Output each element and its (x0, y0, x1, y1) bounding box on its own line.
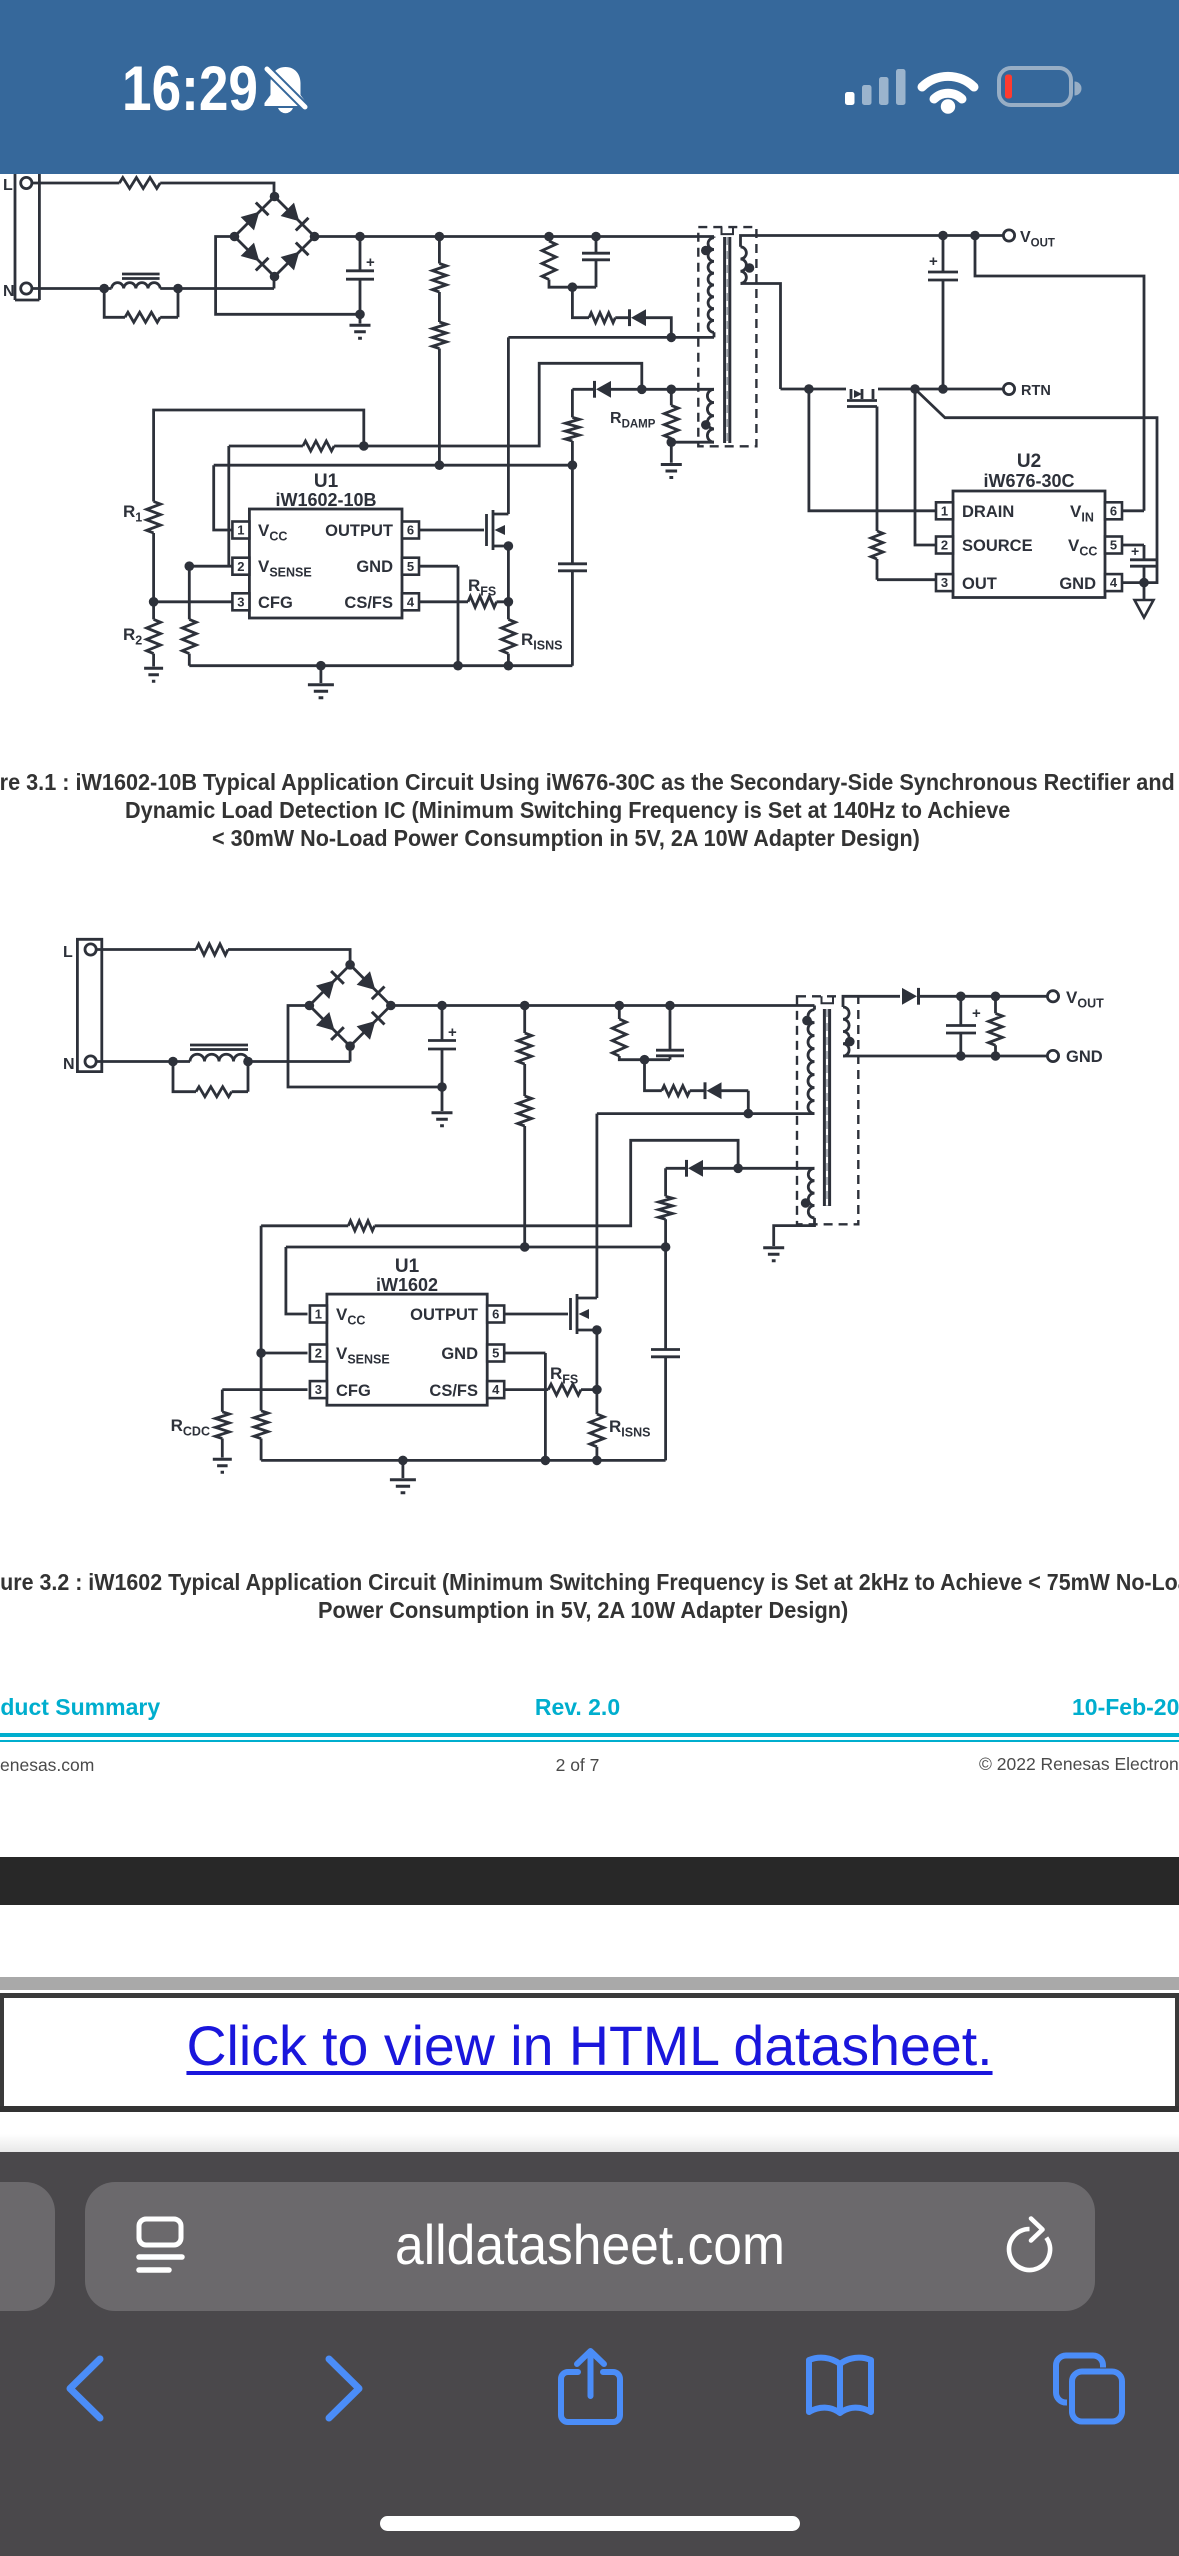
svg-text:+: + (972, 1005, 981, 1022)
svg-text:2: 2 (237, 559, 244, 574)
svg-text:VOUT: VOUT (1066, 988, 1104, 1011)
svg-text:4: 4 (407, 594, 415, 609)
svg-text:OUTPUT: OUTPUT (410, 1306, 478, 1324)
svg-text:6: 6 (492, 1307, 499, 1322)
svg-text:RDAMP: RDAMP (610, 410, 656, 431)
svg-text:R2: R2 (123, 625, 142, 648)
svg-text:RTN: RTN (1021, 383, 1051, 399)
svg-text:RFS: RFS (550, 1364, 578, 1387)
svg-text:+: + (448, 1024, 457, 1041)
svg-text:iW1602-10B: iW1602-10B (275, 490, 376, 510)
svg-text:GND: GND (441, 1345, 478, 1363)
svg-text:4: 4 (1110, 575, 1118, 590)
svg-text:RISNS: RISNS (521, 630, 562, 653)
svg-text:DRAIN: DRAIN (962, 503, 1014, 521)
svg-text:RCDC: RCDC (171, 1416, 210, 1439)
svg-text:1: 1 (237, 523, 244, 538)
svg-text:RISNS: RISNS (609, 1417, 650, 1440)
svg-text:5: 5 (407, 559, 414, 574)
svg-text:L: L (63, 944, 73, 961)
svg-text:6: 6 (1110, 503, 1117, 518)
svg-text:2: 2 (941, 538, 948, 553)
svg-text:16:29: 16:29 (122, 54, 258, 124)
svg-text:VOUT: VOUT (1020, 229, 1055, 250)
svg-text:R1: R1 (123, 502, 142, 525)
svg-text:OUT: OUT (962, 575, 997, 593)
svg-text:N: N (63, 1056, 75, 1073)
svg-text:+: + (929, 253, 938, 270)
svg-text:2: 2 (315, 1346, 322, 1361)
svg-text:+: + (366, 254, 375, 271)
svg-text:1: 1 (941, 503, 948, 518)
svg-text:GND: GND (1059, 575, 1096, 593)
svg-text:3: 3 (941, 575, 948, 590)
svg-text:GND: GND (356, 558, 393, 576)
svg-text:3: 3 (237, 594, 244, 609)
svg-text:GND: GND (1066, 1048, 1103, 1066)
svg-text:6: 6 (407, 523, 414, 538)
svg-text:3: 3 (315, 1382, 322, 1397)
svg-text:SOURCE: SOURCE (962, 537, 1033, 555)
svg-text:CS/FS: CS/FS (344, 594, 393, 612)
svg-text:5: 5 (492, 1346, 499, 1361)
svg-text:iW1602: iW1602 (376, 1275, 438, 1295)
svg-text:5: 5 (1110, 538, 1117, 553)
svg-text:4: 4 (492, 1382, 500, 1397)
svg-text:U1: U1 (395, 1256, 420, 1277)
svg-text:OUTPUT: OUTPUT (325, 522, 393, 540)
svg-text:1: 1 (315, 1307, 322, 1322)
svg-text:CFG: CFG (258, 594, 293, 612)
svg-text:RFS: RFS (468, 576, 496, 599)
svg-text:L: L (3, 177, 13, 194)
svg-text:CS/FS: CS/FS (429, 1382, 478, 1400)
svg-text:U2: U2 (1017, 451, 1041, 472)
svg-text:iW676-30C: iW676-30C (983, 471, 1074, 491)
svg-text:N: N (3, 283, 15, 300)
svg-text:+: + (1131, 543, 1139, 559)
svg-text:U1: U1 (314, 471, 339, 492)
svg-text:CFG: CFG (336, 1382, 371, 1400)
